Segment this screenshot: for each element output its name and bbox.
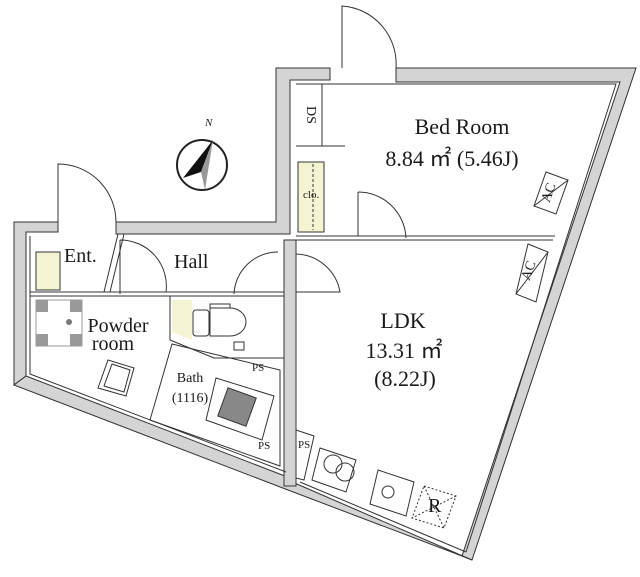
bath-name: Bath — [176, 371, 204, 386]
kitchen-counter — [295, 429, 457, 529]
powder-room-name-line1: Powder — [87, 315, 149, 337]
refrigerator-label: R — [428, 495, 442, 517]
inner-lines — [29, 5, 617, 553]
ldk-name: LDK — [380, 308, 426, 333]
bedroom-name: Bed Room — [414, 114, 510, 139]
ac-unit-ldk — [515, 243, 549, 303]
compass-north-label: N — [205, 117, 213, 129]
ldk-area: 13.31 ㎡ — [365, 338, 443, 363]
bath-unit — [149, 343, 281, 467]
ac-unit-bedroom — [533, 171, 569, 215]
ps-kitchen-label: PS — [298, 439, 311, 451]
closet-storage — [297, 161, 325, 233]
washbasin-icon — [97, 359, 135, 397]
hall-name: Hall — [174, 251, 209, 273]
ldk-tatami: (8.22J) — [374, 366, 436, 391]
toilet-icon — [192, 303, 247, 351]
closet-label: clo. — [303, 189, 320, 201]
ps-bath-top-label: PS — [252, 362, 265, 374]
north-arrow-icon — [176, 139, 228, 191]
laundry-pan-icon — [35, 299, 83, 347]
bedroom-area: 8.84 ㎡ (5.46J) — [385, 146, 519, 171]
outer-walls — [12, 67, 637, 561]
ps-bath-bottom-label: PS — [258, 440, 271, 452]
toilet-storage — [172, 300, 192, 340]
bath-size: (1116) — [171, 391, 209, 406]
entrance-name: Ent. — [64, 245, 97, 267]
powder-room-name-line2: room — [91, 333, 135, 355]
shoe-storage — [35, 251, 61, 291]
ds-label: DS — [302, 106, 318, 124]
